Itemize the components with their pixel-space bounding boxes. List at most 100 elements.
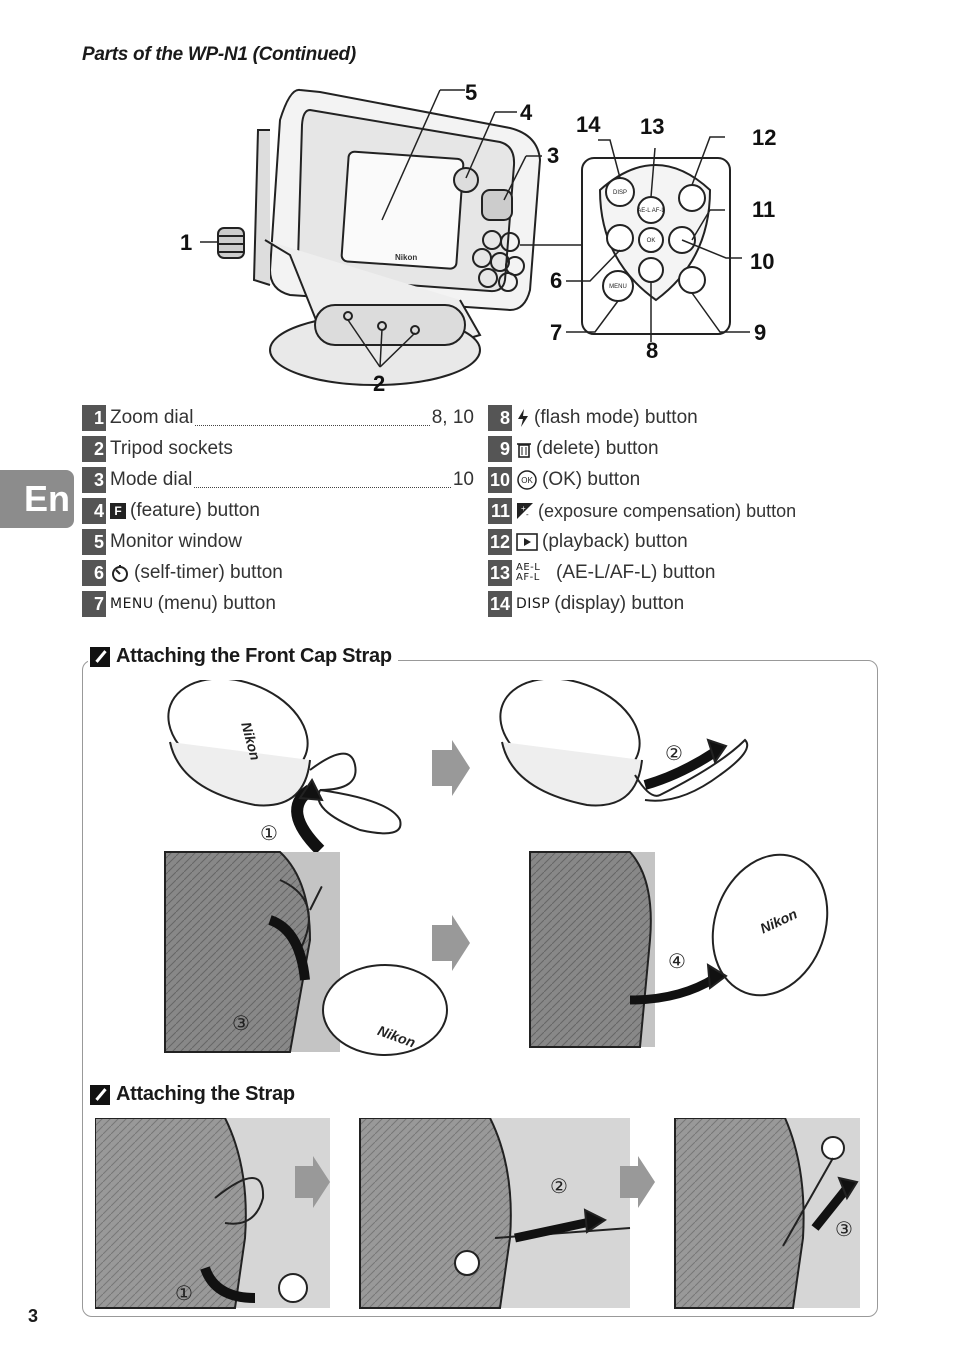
part-number: 4 [82, 498, 106, 524]
next-arrow-icon-3 [295, 1156, 330, 1208]
part-number: 7 [82, 591, 106, 617]
part-label: (menu) button [157, 593, 276, 614]
next-arrow-icon-4 [620, 1156, 655, 1208]
page-number: 3 [28, 1306, 39, 1326]
part-label: (flash mode) button [534, 407, 698, 428]
callout-13: 13 [640, 114, 664, 139]
self-timer-icon [112, 565, 128, 582]
cap-step-3 [164, 851, 448, 1056]
part-row-13: 13 AE-L AF-L (AE-L/AF-L) button [488, 559, 715, 587]
part-label: (delete) button [536, 438, 659, 459]
cap-step-1 [167, 680, 402, 855]
front-cap-note-heading: Attaching the Front Cap Strap [116, 645, 392, 667]
callout-5: 5 [465, 80, 477, 105]
part-number: 9 [488, 436, 512, 462]
part-number: 11 [488, 498, 512, 524]
language-tab: En [0, 470, 74, 528]
button-panel-inset [581, 157, 731, 335]
part-row-9: 9 (delete) button [488, 435, 659, 463]
leader-dots [194, 473, 451, 488]
part-row-10: 10 OK (OK) button [488, 466, 640, 494]
menu-icon: MENU [110, 596, 154, 612]
front-cap-note-title: Attaching the Front Cap Strap [88, 645, 398, 668]
part-number: 5 [82, 529, 106, 555]
notes-frame [82, 660, 878, 1317]
housing-diagram: Nikon 1 2 3 4 5 DISP AE-L AF-L OK MENU [180, 80, 776, 396]
part-label: (playback) button [542, 531, 688, 552]
part-number: 3 [82, 467, 106, 493]
part-row-2: 2 Tripod sockets [82, 435, 474, 463]
callout-12: 12 [752, 125, 776, 150]
ok-button-label: OK [647, 238, 656, 244]
part-row-4: 4 F (feature) button [82, 497, 474, 525]
cap-step-2 [499, 680, 749, 807]
callout-6: 6 [550, 268, 562, 293]
housing-body [217, 88, 542, 386]
page-ref: 10 [452, 469, 474, 490]
menu-button-label: MENU [609, 284, 627, 290]
part-row-8: 8 (flash mode) button [488, 404, 698, 432]
part-number: 6 [82, 560, 106, 586]
callout-4: 4 [520, 100, 533, 125]
strap-step-2 [359, 1118, 631, 1309]
delete-icon [517, 443, 531, 458]
part-row-1: 1 Zoom dial 8, 10 [82, 404, 474, 432]
part-label: Zoom dial [110, 407, 194, 428]
step-4-label: ④ [668, 951, 686, 973]
part-row-3: 3 Mode dial 10 [82, 466, 474, 494]
callout-7: 7 [550, 320, 562, 345]
strap-step-1-label: ① [175, 1283, 193, 1305]
brand-logo: Nikon [395, 253, 417, 262]
part-number: 12 [488, 529, 512, 555]
part-label: Mode dial [110, 469, 193, 490]
strap-step-3-label: ③ [835, 1219, 853, 1241]
callout-10: 10 [750, 249, 774, 274]
part-row-7: 7 MENU (menu) button [82, 590, 474, 618]
part-row-6: 6 (self-timer) button [82, 559, 474, 587]
part-number: 8 [488, 405, 512, 431]
language-tab-label: En [24, 478, 71, 519]
note-pencil-icon [90, 646, 110, 667]
svg-text:-: - [526, 510, 529, 519]
part-row-5: 5 Monitor window [82, 528, 474, 556]
part-row-11: 11 +- (exposure compensation) button [488, 497, 796, 525]
strap-note-heading: Attaching the Strap [116, 1083, 295, 1105]
svg-text:+: + [521, 504, 526, 513]
part-row-14: 14 DISP (display) button [488, 590, 684, 618]
flash-icon [518, 409, 528, 427]
callout-9: 9 [754, 320, 766, 345]
playback-icon [516, 533, 538, 551]
disp-icon: DISP [516, 596, 551, 612]
ae-af-button-label: AE-L AF-L [637, 208, 665, 214]
callout-3: 3 [547, 143, 559, 168]
page-title: Parts of the WP-N1 (Continued) [82, 44, 356, 65]
part-label: Monitor window [110, 531, 242, 552]
ae-af-lock-icon: AE-L AF-L [516, 562, 541, 583]
strap-note-title: Attaching the Strap [88, 1083, 301, 1106]
callout-1: 1 [180, 230, 192, 255]
front-cap-illustrations: Nikon ① ② Nikon ③ Nikon ④ [164, 680, 829, 1056]
strap-step-3 [674, 1118, 860, 1309]
svg-text:OK: OK [521, 476, 533, 485]
page-ref: 8, 10 [431, 407, 474, 428]
part-number: 13 [488, 560, 512, 586]
step-1-label: ① [260, 823, 278, 845]
part-row-12: 12 (playback) button [488, 528, 688, 556]
part-label: (exposure compensation) button [538, 500, 797, 521]
leader-dots [195, 411, 430, 426]
disp-button-label: DISP [613, 190, 627, 196]
next-arrow-icon [432, 740, 470, 796]
part-number: 14 [488, 591, 512, 617]
part-number: 2 [82, 436, 106, 462]
feature-icon: F [110, 503, 126, 519]
step-2-label: ② [665, 743, 683, 765]
part-label: Tripod sockets [110, 438, 233, 459]
ok-icon: OK [517, 470, 537, 490]
part-label: (OK) button [542, 469, 641, 490]
callout-8: 8 [646, 338, 658, 363]
callout-2: 2 [373, 371, 385, 396]
part-label: (AE-L/AF-L) button [556, 562, 716, 583]
part-label: (display) button [554, 593, 685, 614]
next-arrow-icon-2 [432, 915, 470, 971]
callout-11: 11 [752, 197, 775, 222]
